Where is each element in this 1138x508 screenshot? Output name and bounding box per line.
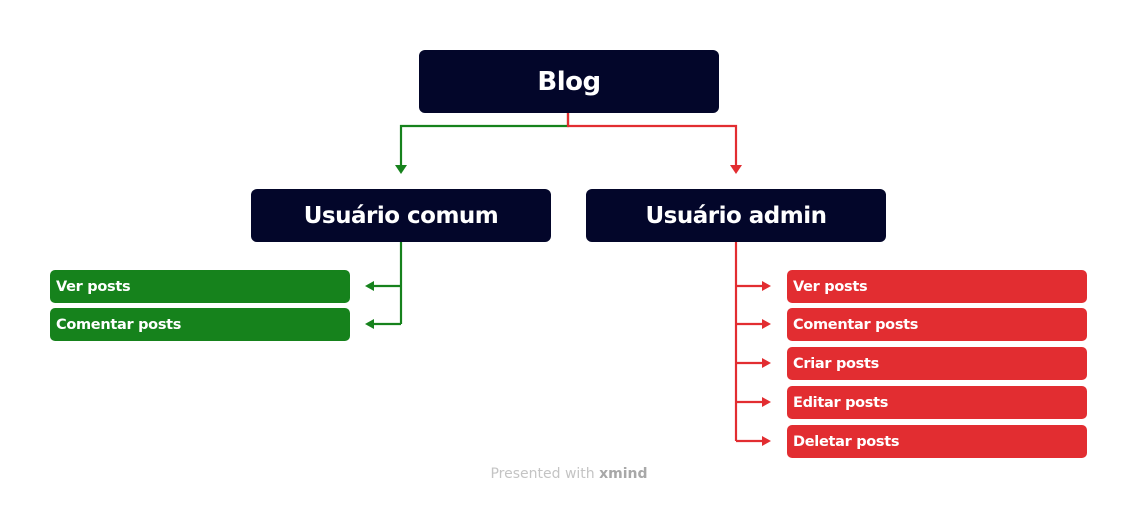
- topic-usuario-admin-label: Usuário admin: [645, 202, 827, 229]
- admin-leaf-label: Deletar posts: [793, 433, 900, 450]
- admin-leaf-label: Editar posts: [793, 394, 889, 411]
- arrowhead-admin-leaf-4: [762, 397, 771, 407]
- common-leaf-label: Ver posts: [56, 278, 131, 295]
- admin-leaf-deletar-posts[interactable]: Deletar posts: [787, 425, 1087, 458]
- common-leaf-comentar-posts[interactable]: Comentar posts: [50, 308, 350, 341]
- admin-leaf-label: Criar posts: [793, 355, 879, 372]
- footer-prefix: Presented with: [490, 466, 600, 482]
- topic-usuario-comum[interactable]: Usuário comum: [251, 189, 551, 242]
- topic-usuario-comum-label: Usuário comum: [303, 202, 499, 229]
- arrowhead-admin-leaf-2: [762, 319, 771, 329]
- root-topic-blog[interactable]: Blog: [419, 50, 719, 113]
- admin-leaf-comentar-posts[interactable]: Comentar posts: [787, 308, 1087, 341]
- arrowhead-admin-leaf-3: [762, 358, 771, 368]
- arrowhead-admin-leaf-1: [762, 281, 771, 291]
- arrowhead-common-leaf-2: [365, 319, 374, 329]
- admin-leaf-label: Ver posts: [793, 278, 868, 295]
- arrowhead-admin-leaf-5: [762, 436, 771, 446]
- arrowhead-common: [395, 165, 407, 174]
- common-leaf-label: Comentar posts: [56, 316, 182, 333]
- admin-leaf-label: Comentar posts: [793, 316, 919, 333]
- arrowhead-common-leaf-1: [365, 281, 374, 291]
- root-topic-label: Blog: [537, 66, 601, 97]
- admin-leaf-ver-posts[interactable]: Ver posts: [787, 270, 1087, 303]
- connector-root-to-admin: [566, 113, 738, 167]
- common-leaf-ver-posts[interactable]: Ver posts: [50, 270, 350, 303]
- xmind-logo-text: xmind: [599, 466, 648, 482]
- admin-leaf-editar-posts[interactable]: Editar posts: [787, 386, 1087, 419]
- admin-leaf-criar-posts[interactable]: Criar posts: [787, 347, 1087, 380]
- connector-root-to-common: [399, 113, 570, 167]
- arrowhead-admin: [730, 165, 742, 174]
- topic-usuario-admin[interactable]: Usuário admin: [586, 189, 886, 242]
- presented-with-footer: Presented with xmind: [0, 466, 1138, 482]
